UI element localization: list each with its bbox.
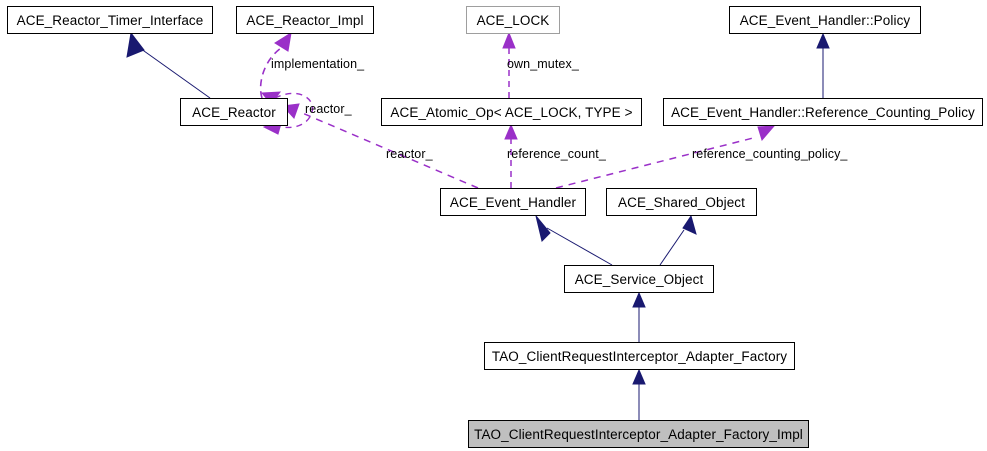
association-edge-reference-counting-policy [555, 125, 776, 189]
class-node-label: TAO_ClientRequestInterceptor_Adapter_Fac… [474, 426, 803, 442]
association-edge-reference-count [504, 123, 518, 188]
class-node-ace-lock[interactable]: ACE_LOCK [466, 6, 560, 34]
class-node-tao-clientrequestinterceptor-adapter-factory[interactable]: TAO_ClientRequestInterceptor_Adapter_Fac… [484, 342, 795, 370]
edge-label-reference-count: reference_count_ [507, 147, 606, 161]
class-node-ace-shared-object[interactable]: ACE_Shared_Object [606, 188, 757, 216]
class-node-ace-event-handler-policy[interactable]: ACE_Event_Handler::Policy [729, 6, 921, 34]
class-node-label: ACE_LOCK [476, 12, 550, 28]
inheritance-edge-rcp-to-policy [816, 32, 830, 98]
class-node-label: ACE_Event_Handler::Policy [739, 12, 911, 28]
class-node-ace-event-handler[interactable]: ACE_Event_Handler [440, 188, 586, 216]
edge-label-reference-counting-policy: reference_counting_policy_ [692, 147, 848, 161]
class-node-ace-reactor[interactable]: ACE_Reactor [180, 98, 288, 126]
class-node-ace-reactor-timer-interface[interactable]: ACE_Reactor_Timer_Interface [7, 6, 213, 34]
class-node-label: ACE_Reactor [192, 104, 276, 120]
association-edge-implementation [259, 31, 292, 99]
edge-label-implementation: implementation_ [271, 57, 365, 71]
inheritance-edge-factory-to-service-object [632, 291, 646, 342]
class-node-label: ACE_Event_Handler::Reference_Counting_Po… [671, 104, 975, 120]
inheritance-edge-service-object-to-event-handler [535, 215, 613, 266]
class-node-label: ACE_Event_Handler [449, 194, 577, 210]
edge-label-reactor-self: reactor_ [305, 102, 352, 116]
class-node-label: ACE_Reactor_Impl [246, 12, 364, 28]
class-node-tao-clientrequestinterceptor-adapter-factory-impl[interactable]: TAO_ClientRequestInterceptor_Adapter_Fac… [468, 420, 809, 448]
edge-label-own-mutex: own_mutex_ [507, 57, 579, 71]
class-node-ace-service-object[interactable]: ACE_Service_Object [564, 265, 714, 293]
class-node-label: ACE_Service_Object [574, 271, 704, 287]
class-node-label: ACE_Reactor_Timer_Interface [16, 12, 204, 28]
class-node-label: ACE_Shared_Object [617, 194, 746, 210]
inheritance-edge-reactor-to-timer-interface [126, 31, 211, 99]
class-node-ace-atomic-op[interactable]: ACE_Atomic_Op< ACE_LOCK, TYPE > [381, 98, 642, 126]
class-node-ace-event-handler-reference-counting-policy[interactable]: ACE_Event_Handler::Reference_Counting_Po… [663, 98, 983, 126]
inheritance-edge-service-object-to-shared-object [659, 214, 697, 266]
edge-label-reactor: reactor_ [386, 147, 433, 161]
class-node-ace-reactor-impl[interactable]: ACE_Reactor_Impl [236, 6, 374, 34]
class-node-label: ACE_Atomic_Op< ACE_LOCK, TYPE > [390, 104, 633, 120]
class-node-label: TAO_ClientRequestInterceptor_Adapter_Fac… [491, 348, 788, 364]
association-edge-own-mutex [502, 31, 516, 98]
inheritance-edge-factory-impl-to-factory [632, 368, 646, 420]
